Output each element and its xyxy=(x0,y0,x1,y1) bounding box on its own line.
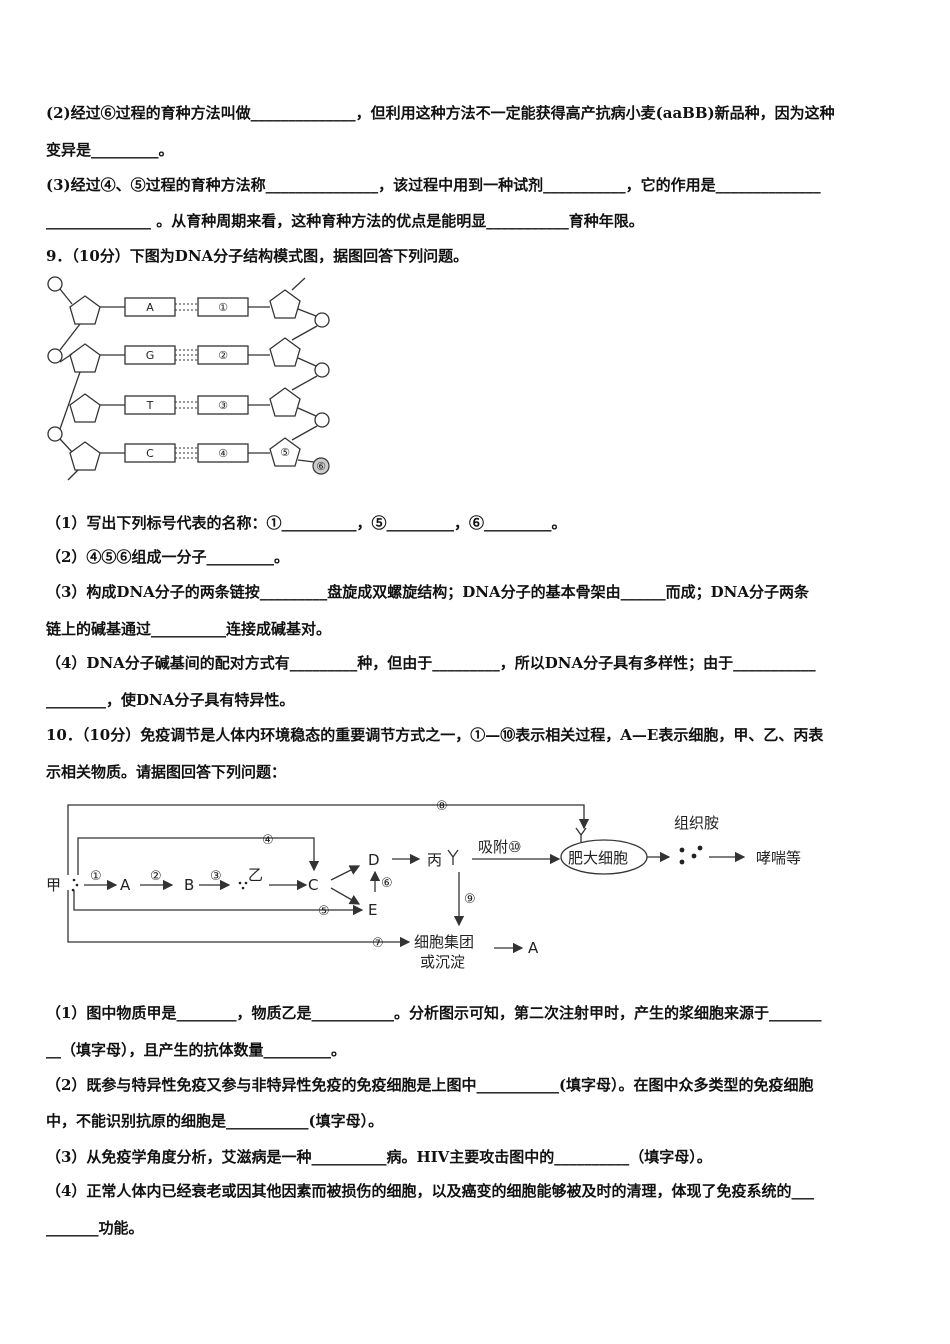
mast-cell-label: 肥大细胞 xyxy=(568,849,628,867)
dna-structure-diagram: A G T C ① ② ③ ④ ⑤ ⑥ xyxy=(47,276,330,481)
text-line: 中，不能识别抗原的细胞是___________(填字母）。 xyxy=(46,1112,384,1130)
immune-regulation-diagram: 甲 A B 乙 C D E 丙 吸附⑩ 肥大细胞 组织胺 哮喘等 细胞集团 或沉… xyxy=(46,799,801,971)
text-line: （4）正常人体内已经衰老或因其他因素而被损伤的细胞，以及癌变的细胞能够被及时的清… xyxy=(46,1182,814,1200)
base-label: G xyxy=(146,349,155,362)
base-number-label: ① xyxy=(218,301,228,314)
cell-a-final: A xyxy=(528,939,539,957)
phosphate-label: ⑥ xyxy=(316,460,326,473)
base-label: C xyxy=(146,447,154,460)
text-line: 链上的碱基通过__________连接成碱基对。 xyxy=(46,620,332,638)
text-line: （4）DNA分子碱基间的配对方式有_________种，但由于_________… xyxy=(46,654,816,672)
text-line: （3）构成DNA分子的两条链按_________盘旋成双螺旋结构；DNA分子的基… xyxy=(46,583,810,601)
process-8: ⑧ xyxy=(436,799,448,814)
process-6: ⑥ xyxy=(381,876,393,891)
label-adsorb: 吸附⑩ xyxy=(478,838,521,856)
process-1: ① xyxy=(90,869,102,884)
cell-cluster-label: 细胞集团 xyxy=(414,933,474,951)
text-line: ______________ 。从育种周期来看，这种育种方法的优点是能明显___… xyxy=(46,212,644,230)
text-line: （2）既参与特异性免疫又参与非特异性免疫的免疫细胞是上图中___________… xyxy=(46,1076,814,1094)
text-line: （3）从免疫学角度分析，艾滋病是一种__________病。HIV主要攻击图中的… xyxy=(46,1148,712,1166)
process-2: ② xyxy=(150,869,162,884)
text-line: ________，使DNA分子具有特异性。 xyxy=(46,691,295,709)
process-5: ⑤ xyxy=(318,904,330,919)
label-yi: 乙 xyxy=(248,866,263,884)
text-line: (3)经过④、⑤过程的育种方法称_______________，该过程中用到一种… xyxy=(46,176,821,194)
base-label: T xyxy=(146,399,154,412)
process-9: ⑨ xyxy=(464,892,476,907)
base-number-label: ④ xyxy=(218,447,228,460)
text-line: 变异是_________。 xyxy=(46,141,174,159)
process-3: ③ xyxy=(210,869,222,884)
text-line: __（填字母），且产生的抗体数量_________。 xyxy=(46,1041,347,1059)
process-4: ④ xyxy=(262,833,274,848)
histamine-label: 组织胺 xyxy=(674,814,719,832)
process-7: ⑦ xyxy=(372,936,384,951)
cell-b: B xyxy=(184,876,194,894)
base-number-label: ③ xyxy=(218,399,228,412)
text-line: （1）图中物质甲是________，物质乙是___________。分析图示可知… xyxy=(46,1004,822,1022)
cell-a: A xyxy=(120,876,131,894)
text-line: _______功能。 xyxy=(46,1219,144,1237)
base-label: A xyxy=(146,301,154,314)
label-bing: 丙 xyxy=(427,851,442,869)
wheeze-label: 哮喘等 xyxy=(756,849,801,867)
text-line: 示相关物质。请据图回答下列问题： xyxy=(46,763,287,781)
question-10-header: 10．（10分）免疫调节是人体内环境稳态的重要调节方式之一，①—⑩表示相关过程，… xyxy=(46,726,824,744)
cell-d: D xyxy=(368,851,380,869)
text-line: (2)经过⑥过程的育种方法叫做______________，但利用这种方法不一定… xyxy=(46,104,835,122)
label-jia: 甲 xyxy=(46,876,61,894)
text-line: （1）写出下列标号代表的名称：①__________，⑤_________，⑥_… xyxy=(46,514,567,532)
text-line: （2）④⑤⑥组成一分子_________。 xyxy=(46,548,289,566)
question-9-header: 9．（10分）下图为DNA分子结构模式图，据图回答下列问题。 xyxy=(46,247,469,265)
sugar-label: ⑤ xyxy=(280,446,290,459)
precipitate-label: 或沉淀 xyxy=(420,953,465,971)
cell-c: C xyxy=(308,876,318,894)
base-number-label: ② xyxy=(218,349,228,362)
cell-e: E xyxy=(368,901,377,919)
